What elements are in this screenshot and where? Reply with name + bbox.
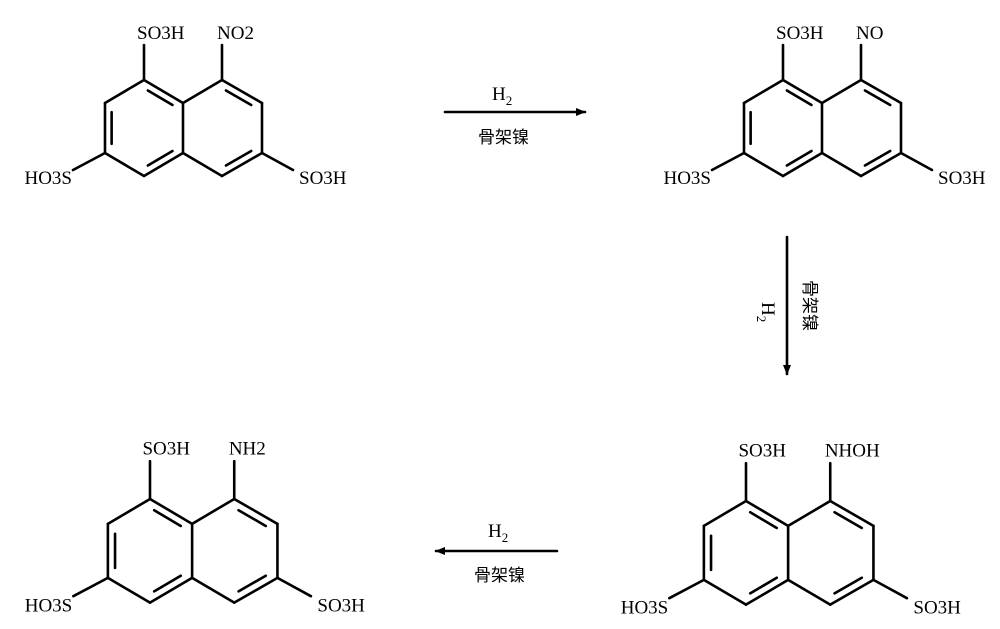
double-bond-inner-line bbox=[748, 576, 779, 595]
bond bbox=[781, 78, 824, 105]
sulfonic-acid-label: SO3H bbox=[913, 597, 961, 618]
catalyst-label: 骨架镍 bbox=[799, 280, 819, 331]
double-bond-inner-line bbox=[863, 89, 892, 107]
bond bbox=[820, 151, 863, 178]
reagent-label: H2 bbox=[754, 302, 778, 322]
bond bbox=[781, 151, 824, 178]
bond bbox=[142, 151, 185, 178]
bond bbox=[103, 78, 146, 105]
bond bbox=[106, 576, 152, 604]
substituent-bond bbox=[899, 151, 934, 172]
double-bond-inner-line bbox=[152, 574, 183, 593]
double-bond-inner-line bbox=[237, 508, 268, 528]
sulfonic-acid-label: SO3H bbox=[317, 595, 365, 616]
double-bond-inner-line bbox=[785, 149, 813, 167]
sulfonic-acid-label: SO3H bbox=[137, 23, 185, 44]
bond bbox=[786, 499, 832, 528]
nitrogen-group-label: NO bbox=[856, 23, 883, 44]
bond bbox=[828, 578, 875, 606]
bond bbox=[742, 151, 785, 178]
nitrogen-group-label: NHOH bbox=[825, 441, 880, 462]
double-bond-inner-line bbox=[833, 576, 864, 595]
substituent-bond bbox=[72, 576, 110, 598]
bond bbox=[786, 578, 832, 606]
bond bbox=[142, 78, 185, 105]
double-bond-inner-line bbox=[146, 149, 174, 167]
bond bbox=[828, 499, 875, 528]
bond bbox=[859, 78, 903, 105]
reagent-label: H2 bbox=[488, 521, 508, 545]
double-bond-inner-line bbox=[785, 89, 813, 107]
molecule-hydroxylamine: SO3H NHOH HO3S SO3H bbox=[621, 441, 961, 619]
reaction-arrow-3: H2 骨架镍 bbox=[434, 521, 559, 586]
bond bbox=[181, 151, 224, 178]
substituent-bond bbox=[710, 151, 746, 172]
bond bbox=[744, 499, 790, 528]
bond bbox=[103, 151, 146, 178]
bond bbox=[220, 151, 264, 178]
double-bond-inner-line bbox=[146, 89, 174, 107]
sulfonic-acid-label: HO3S bbox=[24, 168, 72, 189]
substituent-bond bbox=[71, 151, 107, 172]
bond bbox=[744, 578, 790, 606]
bond bbox=[702, 578, 748, 606]
bond bbox=[820, 78, 863, 105]
double-bond-inner-line bbox=[224, 89, 253, 107]
nitrogen-group-label: NH2 bbox=[229, 439, 266, 460]
sulfonic-acid-label: SO3H bbox=[938, 168, 986, 189]
substituent-bond bbox=[276, 576, 313, 598]
substituent-bond bbox=[872, 578, 909, 600]
sulfonic-acid-label: HO3S bbox=[621, 597, 669, 618]
bond bbox=[220, 78, 264, 105]
molecule-nitroso: SO3H NO HO3S SO3H bbox=[663, 23, 985, 189]
sulfonic-acid-label: SO3H bbox=[299, 168, 347, 189]
sulfonic-acid-label: SO3H bbox=[738, 441, 786, 462]
double-bond-inner-line bbox=[863, 149, 892, 167]
double-bond-inner-line bbox=[748, 510, 779, 530]
reaction-arrow-2: H2 骨架镍 bbox=[754, 235, 819, 376]
bond bbox=[232, 497, 279, 526]
bond bbox=[148, 497, 194, 526]
sulfonic-acid-label: HO3S bbox=[25, 595, 73, 616]
bond bbox=[190, 576, 236, 604]
bond bbox=[181, 78, 224, 105]
bond bbox=[190, 497, 236, 526]
double-bond-inner-line bbox=[224, 149, 253, 167]
bond bbox=[106, 497, 152, 526]
bond bbox=[702, 499, 748, 528]
bond bbox=[859, 151, 903, 178]
double-bond-inner-line bbox=[833, 510, 864, 530]
substituent-bond bbox=[260, 151, 295, 172]
reaction-arrow-1: H2 骨架镍 bbox=[443, 84, 587, 148]
bond bbox=[232, 576, 279, 604]
sulfonic-acid-label: SO3H bbox=[776, 23, 824, 44]
bond bbox=[742, 78, 785, 105]
sulfonic-acid-label: SO3H bbox=[142, 439, 190, 460]
double-bond-inner-line bbox=[237, 574, 268, 593]
catalyst-label: 骨架镍 bbox=[474, 566, 525, 586]
nitrogen-group-label: NO2 bbox=[217, 23, 254, 44]
double-bond-inner-line bbox=[152, 508, 183, 528]
sulfonic-acid-label: HO3S bbox=[663, 168, 711, 189]
catalyst-label: 骨架镍 bbox=[478, 128, 529, 148]
bond bbox=[148, 576, 194, 604]
substituent-bond bbox=[668, 578, 706, 600]
reagent-label: H2 bbox=[492, 84, 512, 108]
